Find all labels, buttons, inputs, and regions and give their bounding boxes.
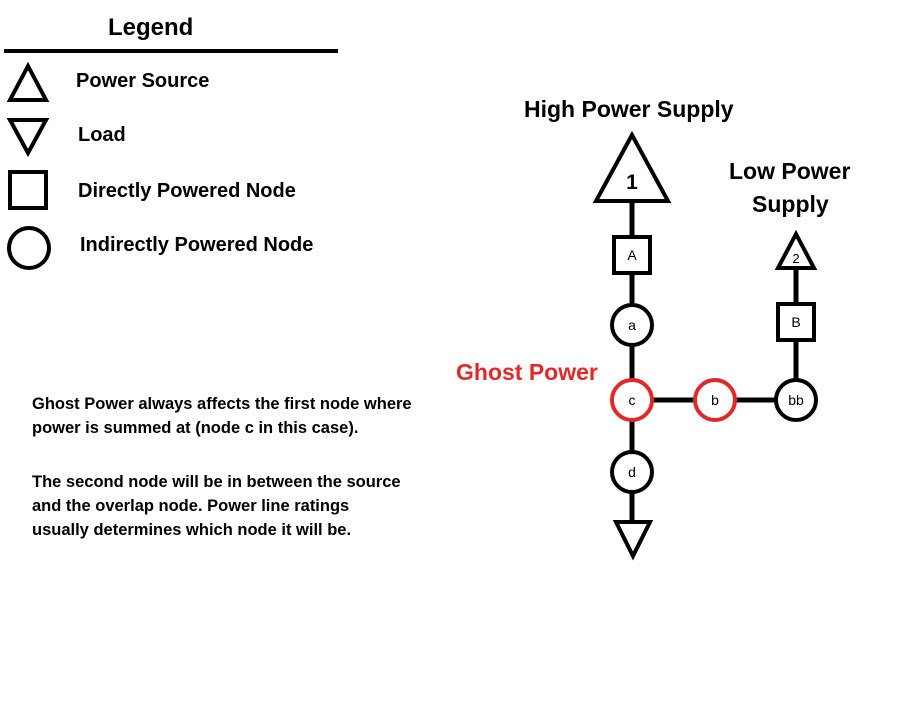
indirect-node-d bbox=[610, 450, 654, 494]
ghost-node-b bbox=[693, 378, 737, 422]
note-line: Ghost Power always affects the first nod… bbox=[32, 395, 412, 413]
high-source-id: 1 bbox=[626, 171, 638, 194]
indirect-node-c-label: c bbox=[629, 392, 636, 408]
direct-node-icon bbox=[8, 170, 48, 210]
load-icon bbox=[612, 520, 654, 561]
high-power-source-icon bbox=[592, 130, 672, 203]
ghost-node-c bbox=[610, 378, 654, 422]
indirect-node-icon bbox=[7, 226, 51, 270]
legend-title: Legend bbox=[108, 14, 194, 41]
legend-label-load: Load bbox=[78, 124, 126, 146]
note-line: The second node will be in between the s… bbox=[32, 473, 401, 491]
direct-node-B bbox=[776, 302, 816, 342]
note-line: usually determines which node it will be… bbox=[32, 521, 352, 539]
high-power-supply-title: High Power Supply bbox=[524, 96, 734, 122]
ghost-power-label: Ghost Power bbox=[456, 359, 598, 385]
note-line: power is summed at (node c in this case)… bbox=[32, 419, 359, 437]
low-source-id: 2 bbox=[792, 251, 799, 266]
indirect-node-bb bbox=[774, 378, 818, 422]
note-line: and the overlap node. Power line ratings bbox=[32, 497, 350, 515]
indirect-node-b-label: b bbox=[711, 392, 719, 408]
indirect-node-bb-label: bb bbox=[788, 392, 804, 408]
note-paragraph-2: The second node will be in between the s… bbox=[32, 470, 401, 542]
low-power-supply-title-line2: Supply bbox=[752, 191, 829, 217]
direct-node-B-label: B bbox=[791, 314, 800, 330]
indirect-node-a-label: a bbox=[628, 317, 636, 333]
note-paragraph-1: Ghost Power always affects the first nod… bbox=[32, 392, 412, 440]
indirect-node-d-label: d bbox=[628, 464, 636, 480]
direct-node-A-label: A bbox=[627, 247, 637, 263]
legend-label-direct-node: Directly Powered Node bbox=[78, 180, 296, 202]
low-power-source-icon bbox=[774, 229, 818, 270]
legend-label-power-source: Power Source bbox=[76, 70, 210, 92]
direct-node-A bbox=[612, 235, 652, 275]
indirect-node-a bbox=[610, 303, 654, 347]
low-power-supply-title-line1: Low Power bbox=[729, 158, 851, 184]
legend-label-indirect-node: Indirectly Powered Node bbox=[80, 234, 314, 256]
load-icon bbox=[6, 118, 50, 158]
power-source-icon bbox=[6, 61, 50, 102]
